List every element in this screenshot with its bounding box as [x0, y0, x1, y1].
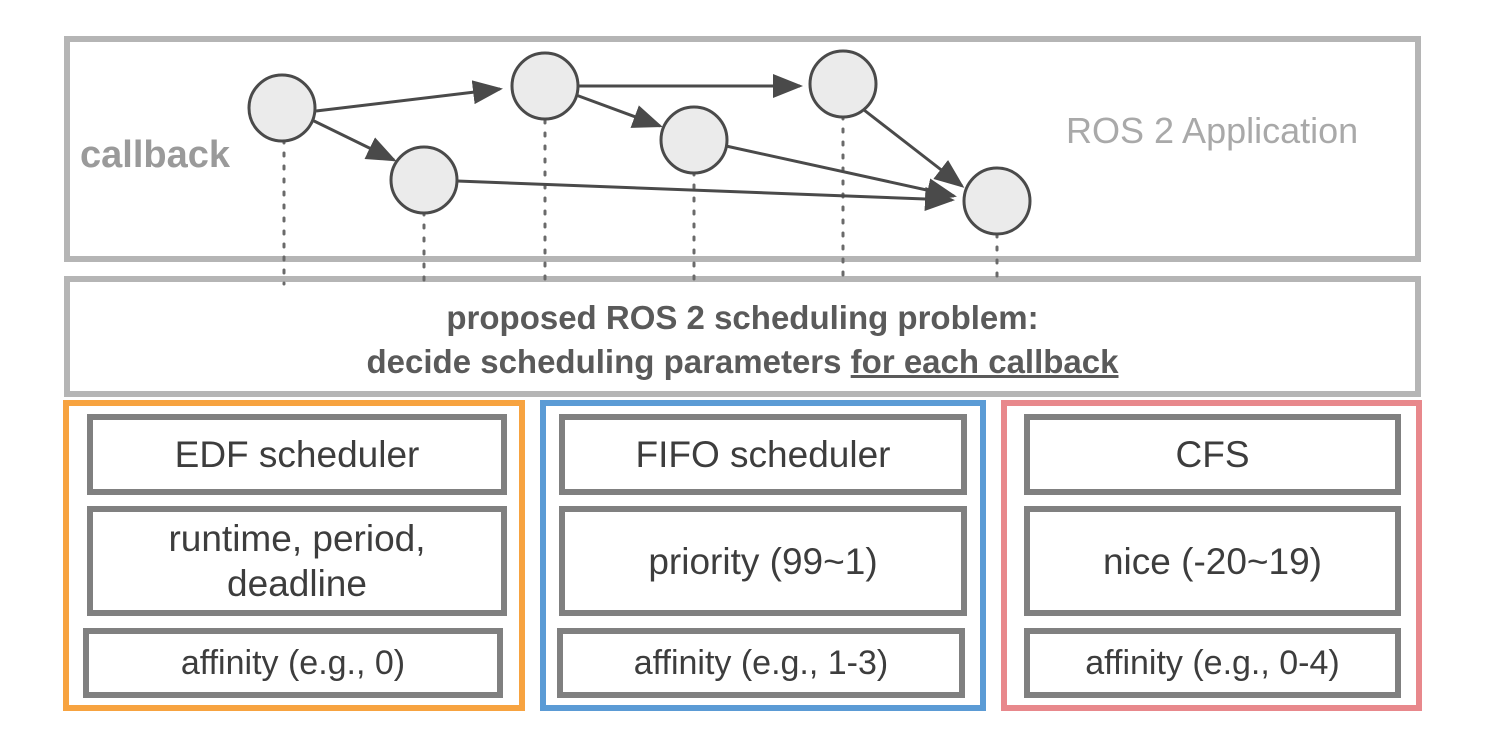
problem-line-2-prefix: decide scheduling parameters — [366, 343, 851, 380]
edge-n2-n6 — [456, 179, 955, 211]
problem-line-2-emphasis: for each callback — [850, 343, 1119, 380]
fifo-scheduler-name: FIFO scheduler — [559, 414, 967, 495]
cfs-affinity: affinity (e.g., 0-4) — [1024, 628, 1401, 698]
edf-params-line-2: deadline — [227, 563, 367, 604]
edf-params-line-1: runtime, period, — [168, 518, 426, 559]
callback-node-2 — [389, 145, 459, 215]
callback-node-6 — [962, 166, 1032, 236]
callback-node-5 — [808, 49, 878, 119]
edge-n5-n6 — [863, 108, 965, 188]
edge-n1-n3 — [315, 80, 503, 113]
problem-line-2: decide scheduling parameters for each ca… — [70, 340, 1415, 384]
application-title: ROS 2 Application — [1066, 110, 1359, 151]
cfs-scheduler-name: CFS — [1024, 414, 1401, 495]
edge-n1-n2 — [311, 118, 397, 162]
fifo-affinity: affinity (e.g., 1-3) — [557, 628, 965, 698]
edf-affinity: affinity (e.g., 0) — [83, 628, 503, 698]
cfs-parameters: nice (-20~19) — [1024, 506, 1401, 616]
edge-n4-n6 — [725, 144, 957, 202]
problem-line-1: proposed ROS 2 scheduling problem: — [446, 299, 1039, 336]
scheduling-problem-box — [64, 276, 1421, 397]
scheduling-problem-text: proposed ROS 2 scheduling problem: decid… — [70, 296, 1415, 384]
edf-scheduler-name: EDF scheduler — [87, 414, 507, 495]
fifo-parameters: priority (99~1) — [559, 506, 967, 616]
edf-parameters: runtime, period, deadline — [87, 506, 507, 616]
edge-n3-n4 — [575, 93, 663, 128]
callback-node-4 — [659, 105, 729, 175]
callback-node-3 — [510, 51, 580, 121]
callback-label: callback — [80, 134, 230, 176]
callback-node-1 — [247, 73, 317, 143]
